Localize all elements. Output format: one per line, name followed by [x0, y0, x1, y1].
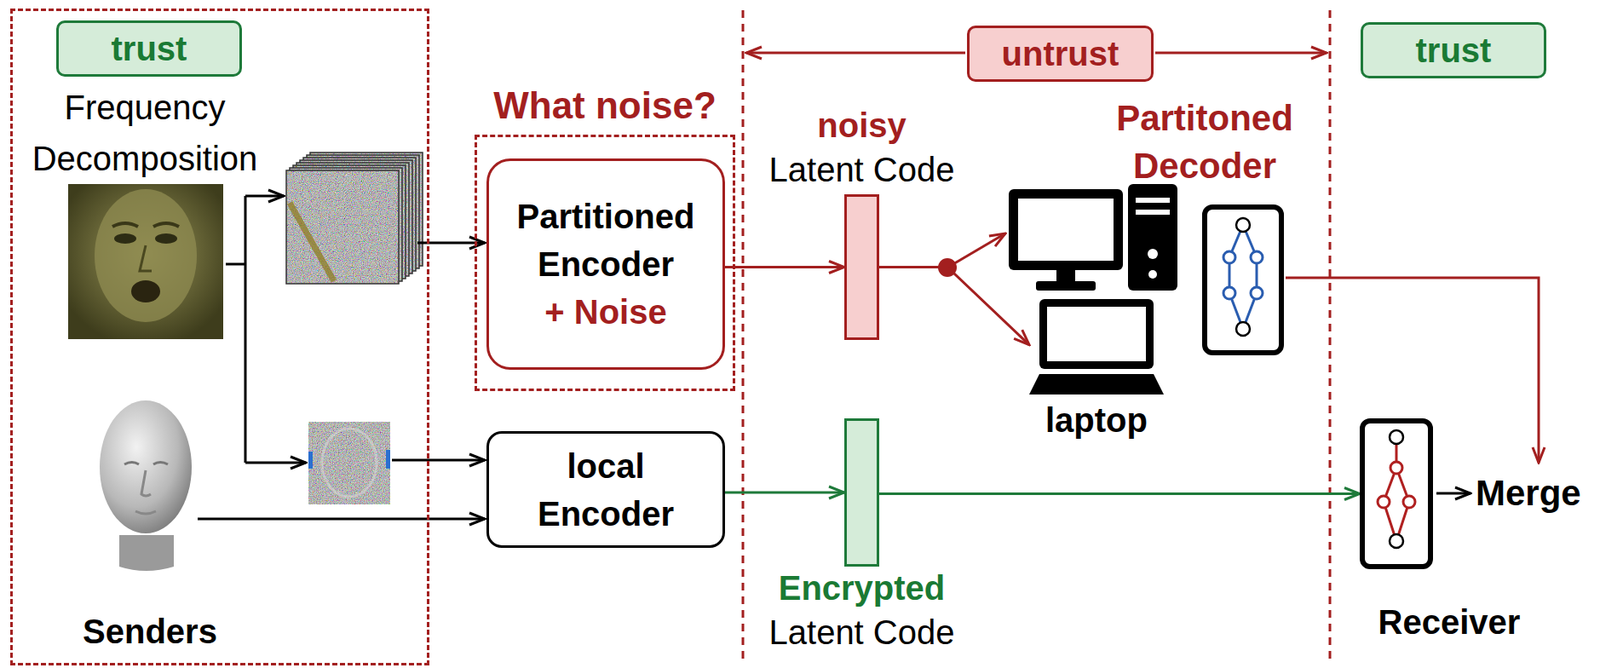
noise-region: What noise?Partitioned Encoder+ Noise — [474, 134, 736, 392]
node-text: Encrypted — [778, 565, 946, 611]
small-noise-image — [308, 421, 391, 505]
tower-button — [1147, 248, 1158, 259]
wire — [244, 195, 248, 463]
face-nose — [139, 245, 152, 271]
node-text: laptop — [1045, 401, 1148, 440]
tower-button — [1148, 270, 1157, 279]
face-mouth — [131, 280, 161, 303]
head-model — [99, 400, 192, 571]
node-text: Partitioned Encoder — [502, 192, 709, 288]
head-mouth — [135, 511, 156, 514]
node-heading: laptop — [1045, 401, 1148, 440]
graph-drawing — [1207, 209, 1279, 351]
node-text: noisy — [817, 103, 906, 148]
boundary-line — [742, 10, 745, 661]
node-heading: What noise? — [493, 84, 717, 127]
head-nose — [141, 470, 151, 496]
noise-stack — [286, 152, 423, 284]
span-arrow — [746, 51, 966, 55]
node-text: local Encoder — [502, 442, 709, 538]
trust-badge: trust — [1360, 22, 1547, 79]
monitor-stand — [1056, 270, 1076, 283]
trust-boundaries — [742, 10, 1330, 661]
node-text: trust — [1415, 31, 1492, 70]
node-heading: Receiver — [1378, 603, 1521, 642]
face-eye — [155, 233, 178, 244]
connector-arrow — [725, 265, 845, 269]
monitor-base — [1035, 281, 1096, 291]
node-text: Senders — [82, 612, 218, 651]
node-text: Latent Code — [769, 610, 956, 655]
noise-patch-outline — [322, 428, 377, 497]
tower — [1128, 184, 1178, 291]
merge-arrow — [1436, 492, 1471, 495]
face-photo — [68, 184, 224, 340]
node-text: Receiver — [1378, 603, 1521, 642]
node-text: Latent Code — [769, 147, 956, 192]
face-shape — [94, 189, 197, 323]
noise-layer — [286, 170, 399, 284]
trust-badge: trust — [56, 20, 242, 77]
laptop-icon: laptop — [1029, 295, 1164, 398]
node-text: What noise? — [493, 84, 717, 127]
boundary-line — [1329, 10, 1332, 661]
wire-arrow — [245, 461, 306, 465]
laptop-drawing — [1029, 295, 1164, 398]
tower-slot — [1135, 209, 1170, 215]
receiver-phone: Receiver — [1359, 418, 1434, 570]
wire-arrow — [245, 195, 284, 198]
split-point — [938, 233, 1006, 277]
face-image — [68, 184, 224, 340]
head-eyes — [124, 462, 168, 466]
graph-drawing — [1364, 423, 1428, 565]
desktop-icon — [1008, 184, 1178, 291]
face-eye — [114, 233, 137, 244]
output-label: Merge — [1475, 472, 1582, 514]
tower-slot — [1135, 197, 1170, 203]
connector-arrow — [725, 491, 845, 495]
wire-arrow — [197, 517, 485, 521]
noise-patch — [308, 421, 391, 505]
decoder-phone: Partitoned Decoder — [1202, 204, 1284, 356]
node-text: trust — [111, 29, 188, 68]
node-heading: Senders — [82, 612, 218, 651]
wire-arrow — [391, 459, 485, 462]
head-neck — [119, 535, 174, 571]
node-text: Partitoned Decoder — [1093, 94, 1316, 191]
wire — [225, 263, 246, 266]
branch-arrow — [947, 233, 1006, 268]
span-arrow — [1155, 51, 1327, 55]
monitor — [1008, 189, 1123, 271]
node-text: + Noise — [544, 287, 667, 336]
untrust-badge: untrust — [966, 25, 1154, 82]
node-text: untrust — [1001, 34, 1120, 73]
monitor-screen — [1018, 198, 1114, 261]
connector-arrow — [879, 492, 1360, 495]
node-heading: Partitoned Decoder — [1093, 94, 1316, 191]
noise-patch-mark — [385, 449, 391, 469]
input-arrows — [197, 195, 485, 519]
local-encoder: local Encoder — [486, 431, 726, 548]
noise-layer-outline — [286, 170, 399, 284]
head-shape — [99, 400, 192, 534]
noise-patch-mark — [308, 451, 313, 469]
step-label: Frequency Decomposition — [17, 81, 273, 185]
face-brows — [112, 223, 179, 227]
node-heading: noisyLatent Code — [769, 103, 956, 192]
node-heading: EncryptedLatent Code — [769, 565, 956, 655]
connector-arrow — [879, 267, 1030, 346]
latent-code-bar: EncryptedLatent Code — [844, 418, 880, 567]
noise-streak — [289, 202, 334, 282]
latent-code-bar: noisyLatent Code — [844, 194, 880, 340]
partitioned-encoder: Partitioned Encoder+ Noise — [486, 158, 726, 370]
